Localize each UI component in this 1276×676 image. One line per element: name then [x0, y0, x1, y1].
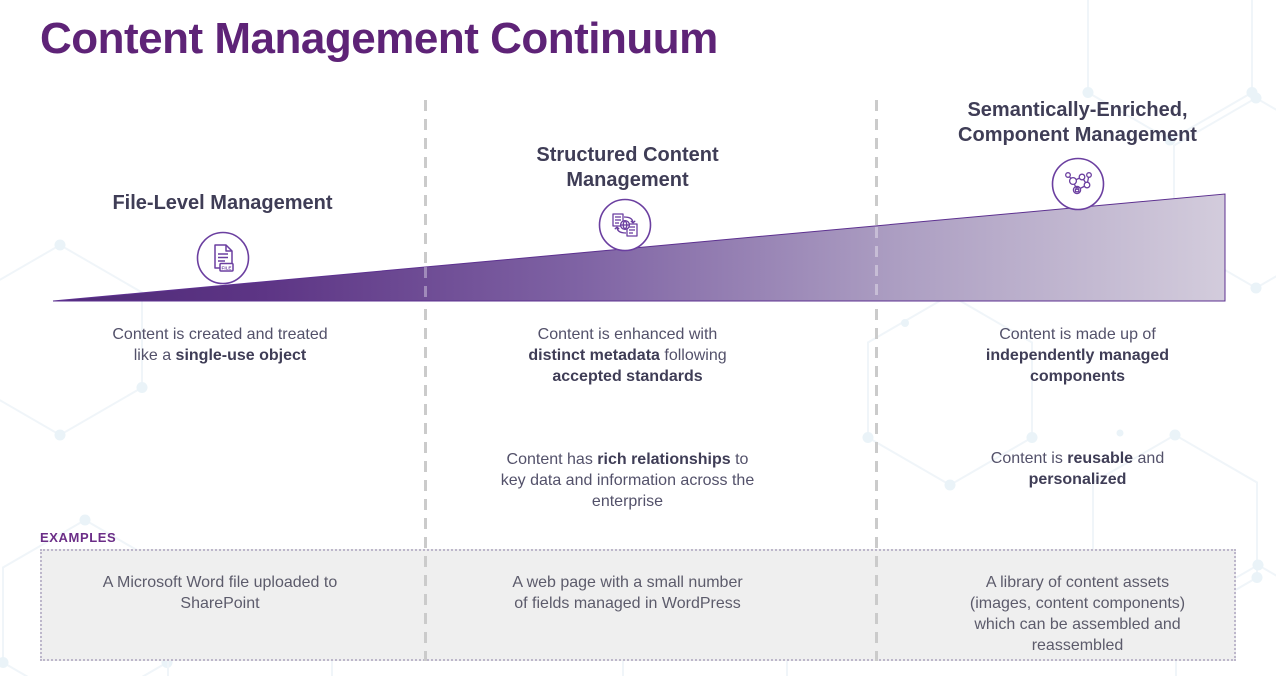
examples-section-label: EXAMPLES: [40, 530, 117, 545]
example-semantic: A library of content assets (images, con…: [969, 574, 1186, 654]
file-document-icon: FILE: [196, 231, 250, 285]
page-title: Content Management Continuum: [40, 14, 718, 63]
description-top-structured: Content is enhanced with distinct metada…: [528, 326, 727, 385]
column-heading-file-level: File-Level Management: [112, 192, 333, 214]
column-heading-semantic: Semantically-Enriched, Component Managem…: [958, 99, 1197, 146]
svg-text:FILE: FILE: [222, 265, 232, 270]
column-heading-structured: Structured Content Management: [536, 144, 719, 191]
description-bottom-semantic: Content is reusable and personalized: [990, 450, 1165, 488]
description-top-file-level: Content is created and treated like a si…: [112, 326, 328, 364]
semantic-network-icon: [1051, 157, 1105, 211]
example-structured: A web page with a small number of fields…: [512, 574, 743, 612]
description-bottom-structured: Content has rich relationships to key da…: [500, 451, 755, 510]
example-file-level: A Microsoft Word file uploaded to ShareP…: [102, 574, 338, 612]
description-top-semantic: Content is made up of independently mana…: [985, 326, 1170, 385]
structured-content-icon: [598, 198, 652, 252]
